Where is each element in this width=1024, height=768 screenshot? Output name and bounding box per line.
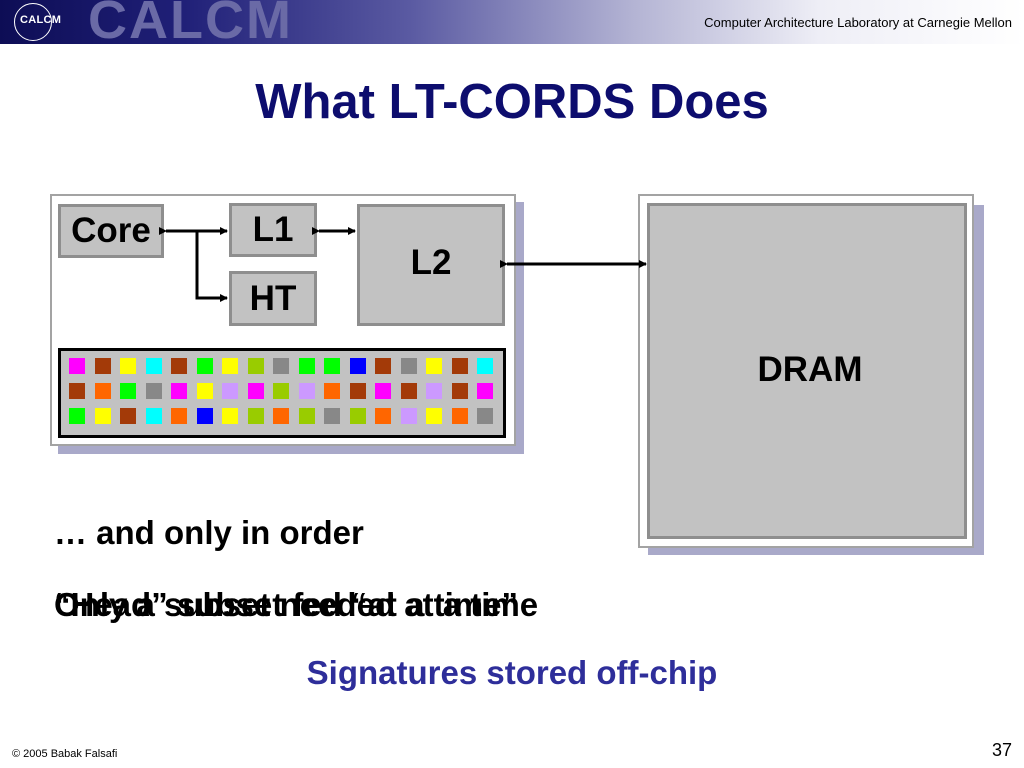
signature-cell — [196, 358, 213, 374]
signature-cell — [145, 408, 162, 424]
l1-box: L1 — [229, 203, 317, 257]
signature-cell — [426, 383, 442, 399]
signature-cell — [171, 358, 187, 374]
dram-box — [647, 203, 967, 539]
signature-cell — [94, 383, 111, 399]
signature-cell — [273, 408, 289, 424]
core-ht-arrow — [195, 231, 228, 302]
copyright: © 2005 Babak Falsafi — [12, 748, 118, 760]
signature-cell — [145, 383, 162, 399]
signature-cell — [400, 383, 417, 399]
signature-cell — [298, 383, 315, 399]
signature-cell — [120, 408, 136, 424]
signature-cell — [349, 358, 366, 374]
signature-cell — [477, 358, 493, 374]
signature-cell — [375, 358, 391, 374]
signature-cell — [349, 408, 366, 424]
signature-cell — [273, 383, 289, 399]
signature-cell — [171, 408, 187, 424]
logo-big-text: CALCM — [88, 0, 293, 50]
text-head-subset: “Head” subset fed “at a time” — [54, 586, 518, 623]
ht-box: HT — [229, 271, 317, 326]
signature-cell — [298, 358, 315, 374]
signature-grid — [58, 348, 506, 438]
signature-cell — [451, 383, 468, 399]
signature-cell — [324, 383, 340, 399]
signature-cell — [171, 383, 187, 399]
signature-cell — [222, 408, 238, 424]
signature-cell — [426, 408, 442, 424]
signature-cell — [120, 358, 136, 374]
signature-cell — [375, 383, 391, 399]
signature-cell — [120, 383, 136, 399]
text-only-in-order: … and only in order — [54, 514, 364, 551]
signature-cell — [451, 408, 468, 424]
signature-cell — [69, 358, 85, 374]
signature-cell — [94, 358, 111, 374]
signature-cell — [426, 358, 442, 374]
signature-cell — [324, 408, 340, 424]
signature-cell — [400, 408, 417, 424]
signature-cell — [222, 383, 238, 399]
signature-cell — [298, 408, 315, 424]
signature-cell — [145, 358, 162, 374]
header-bar: CALCM CALCM Computer Architecture Labora… — [0, 0, 1024, 50]
slide-title: What LT-CORDS Does — [255, 75, 769, 129]
signature-cell — [247, 383, 264, 399]
core-box: Core — [58, 204, 164, 258]
page-number: 37 — [991, 740, 1012, 760]
text-signatures-off-chip: Signatures stored off-chip — [306, 654, 718, 691]
logo-small-text: CALCM — [20, 14, 62, 26]
text-only-subset: Only a subset needed at a time — [54, 586, 539, 623]
calcm-logo-icon — [14, 3, 52, 41]
signature-cell — [196, 408, 213, 424]
signature-cell — [69, 383, 85, 399]
signature-cell — [196, 383, 213, 399]
signature-cell — [222, 358, 238, 374]
signature-cell — [400, 358, 417, 374]
lab-name: Computer Architecture Laboratory at Carn… — [704, 15, 1012, 30]
signature-cell — [69, 408, 85, 424]
signature-cell — [94, 408, 111, 424]
signature-cell — [477, 408, 493, 424]
signature-cell — [247, 358, 264, 374]
signature-cell — [451, 358, 468, 374]
signature-cell — [273, 358, 289, 374]
signature-cell — [349, 383, 366, 399]
dram-label: DRAM — [757, 350, 863, 389]
signature-cell — [247, 408, 264, 424]
signature-cell — [324, 358, 340, 374]
signature-cell — [375, 408, 391, 424]
signature-cell — [477, 383, 493, 399]
